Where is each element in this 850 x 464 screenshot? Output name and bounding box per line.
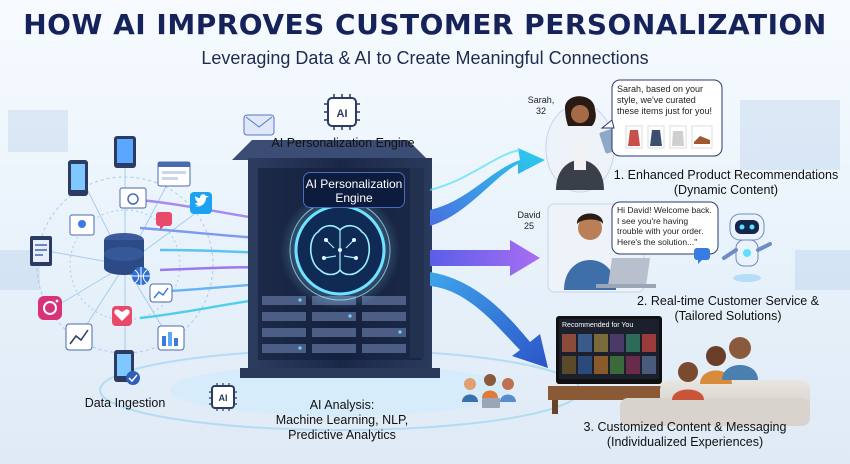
browser-window-icon <box>119 187 147 209</box>
brain-icon <box>280 190 400 310</box>
analytics-icon <box>149 283 173 303</box>
output-arrow-service <box>430 240 540 276</box>
david-name: David <box>517 210 541 220</box>
david-bubble-text: Hi David! Welcome back. I see you're hav… <box>617 205 712 247</box>
sarah-figure <box>545 96 621 193</box>
ai-chip-text: AI <box>337 108 348 120</box>
david-age: 25 <box>523 221 534 231</box>
report-icon <box>157 325 185 351</box>
people-icon <box>462 374 516 408</box>
engine-top-label: AI Personalization Engine <box>271 136 415 150</box>
sarah-bubble <box>600 79 723 157</box>
ai-analysis-chip-text: AI <box>219 393 228 403</box>
email-icon <box>243 114 275 136</box>
output-arrow-content <box>430 272 548 368</box>
location-icon <box>69 214 95 236</box>
smartphone-icon <box>68 160 88 196</box>
tv-tiles <box>562 334 656 374</box>
analysis-label: AI Analysis: Machine Learning, NLP, Pred… <box>275 398 409 442</box>
sarah-bubble-text: Sarah, based on your style, we've curate… <box>617 84 713 116</box>
ai-chip-icon: AI <box>324 94 360 130</box>
tablet-icon <box>114 136 136 168</box>
outcome-3-label: 3. Customized Content & Messaging (Indiv… <box>583 420 787 449</box>
tv-header: Recommended for You <box>562 322 634 329</box>
ai-analysis-chip-icon: AI <box>209 383 237 411</box>
globe-icon <box>132 267 150 285</box>
background-screens <box>0 100 850 290</box>
sarah-name: Sarah, <box>527 95 555 105</box>
instagram-icon <box>38 296 62 320</box>
ingestion-label: Data Ingestion <box>84 396 166 410</box>
phone-check-icon <box>114 350 140 385</box>
twitter-icon <box>190 192 212 214</box>
chat-icon <box>156 212 172 230</box>
outcome-2-label: 2. Real-time Customer Service & (Tailore… <box>636 294 819 323</box>
living-room <box>548 316 810 426</box>
document-icon <box>30 236 52 266</box>
output-arrow-recommendations <box>429 148 545 226</box>
david-bubble <box>611 201 719 255</box>
chat-bubble-icon <box>694 248 710 264</box>
page-title: HOW AI IMPROVES CUSTOMER PERSONALIZATION <box>23 8 827 41</box>
browser-icon <box>157 161 191 187</box>
database-icon <box>104 233 144 275</box>
page-subtitle: Leveraging Data & AI to Create Meaningfu… <box>201 48 649 68</box>
engine-screen-label: AI Personalization Engine <box>303 172 405 208</box>
robot-icon <box>722 213 772 282</box>
outcome-1-label: 1. Enhanced Product Recommendations (Dyn… <box>613 168 839 197</box>
sarah-age: 32 <box>535 106 546 116</box>
chart-icon <box>65 323 93 351</box>
heart-icon <box>112 306 132 326</box>
product-thumbnails <box>625 125 713 149</box>
